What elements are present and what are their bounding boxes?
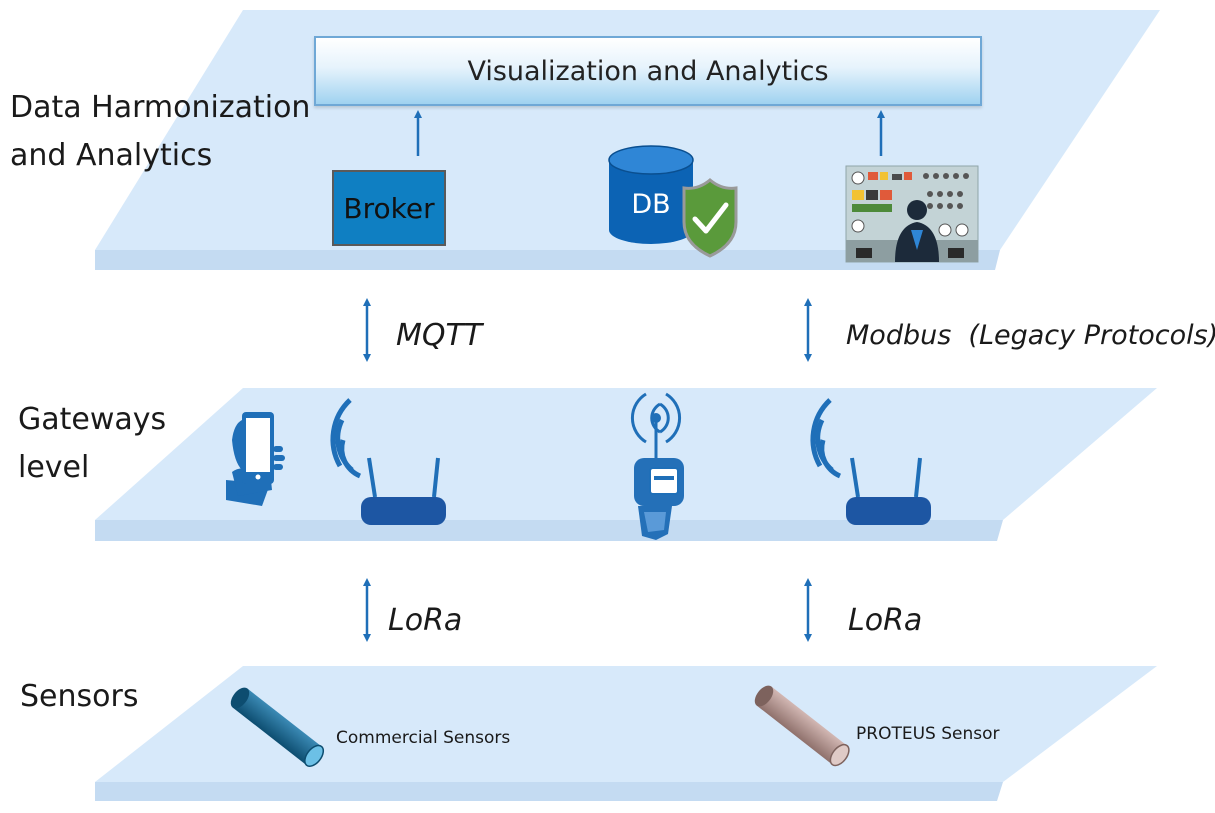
- layer-label-bottom-line1: Sensors: [20, 679, 139, 714]
- protocol-label-mqtt: MQTT: [396, 318, 483, 353]
- control-panel-icon: [845, 165, 979, 263]
- layer-label-middle-line2: level: [18, 450, 90, 485]
- layer-label-top-line2: and Analytics: [10, 138, 213, 173]
- wifi-router-icon: [810, 398, 931, 525]
- layer-label-top: Data Harmonization and Analytics: [10, 84, 310, 180]
- layer-label-bottom: Sensors: [20, 673, 138, 721]
- database-icon: DB: [608, 145, 694, 244]
- layer-label-middle-line1: Gateways: [18, 402, 167, 437]
- layer-label-top-line1: Data Harmonization: [10, 90, 311, 125]
- layer-plane-bottom: [95, 666, 1157, 801]
- database-label: DB: [631, 189, 670, 220]
- smartphone-icon: [226, 412, 285, 506]
- visualization-analytics-label: Visualization and Analytics: [467, 55, 829, 87]
- shield-check-icon: [682, 178, 738, 258]
- commercial-sensor-label: Commercial Sensors: [336, 728, 511, 748]
- broker-box: Broker: [332, 170, 446, 246]
- layer-label-middle: Gateways level: [18, 396, 166, 492]
- proteus-sensor-icon: [754, 685, 850, 767]
- visualization-analytics-bar: Visualization and Analytics: [314, 36, 982, 106]
- protocol-label-lora-left: LoRa: [388, 603, 463, 638]
- proteus-sensor-label: PROTEUS Sensor: [856, 724, 1000, 744]
- wireless-meter-icon: [630, 392, 684, 540]
- layer-plane-middle: [95, 388, 1157, 541]
- broker-label: Broker: [343, 191, 435, 225]
- protocol-label-modbus: Modbus (Legacy Protocols): [846, 320, 1215, 351]
- wifi-router-icon: [330, 398, 446, 525]
- commercial-sensor-icon: [230, 687, 325, 768]
- protocol-label-lora-right: LoRa: [848, 603, 923, 638]
